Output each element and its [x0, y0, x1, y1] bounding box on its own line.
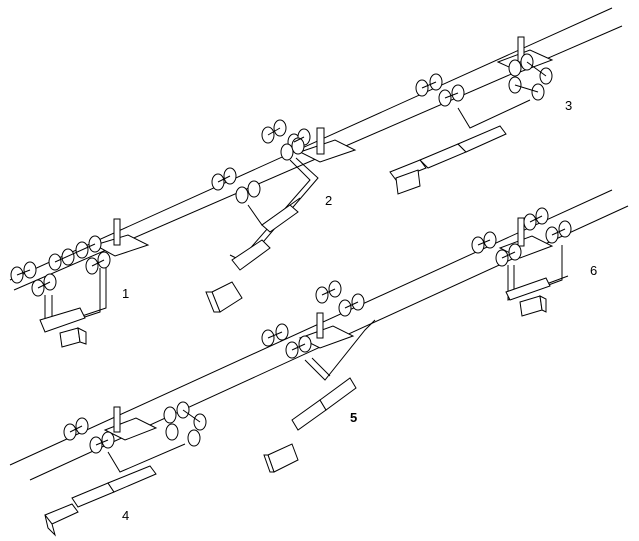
label-assembly-6: 6: [590, 263, 597, 278]
label-assembly-4: 4: [122, 508, 129, 523]
assembly-6: [471, 207, 572, 317]
assembly-2: [205, 119, 357, 313]
assembly-1: [10, 218, 150, 348]
assembly-5: [261, 280, 376, 473]
wheel-set: [415, 53, 553, 107]
wheel-set: [261, 280, 365, 359]
wheel-set: [211, 119, 311, 204]
wheel-set: [10, 235, 111, 297]
label-assembly-2: 2: [325, 193, 332, 208]
label-assembly-3: 3: [565, 98, 572, 113]
label-assembly-1: 1: [122, 286, 129, 301]
assembly-3: [389, 36, 554, 195]
assembly-4: [44, 401, 207, 537]
wheel-set: [471, 207, 572, 267]
label-assembly-5: 5: [350, 410, 357, 425]
wheel-set: [63, 401, 207, 454]
